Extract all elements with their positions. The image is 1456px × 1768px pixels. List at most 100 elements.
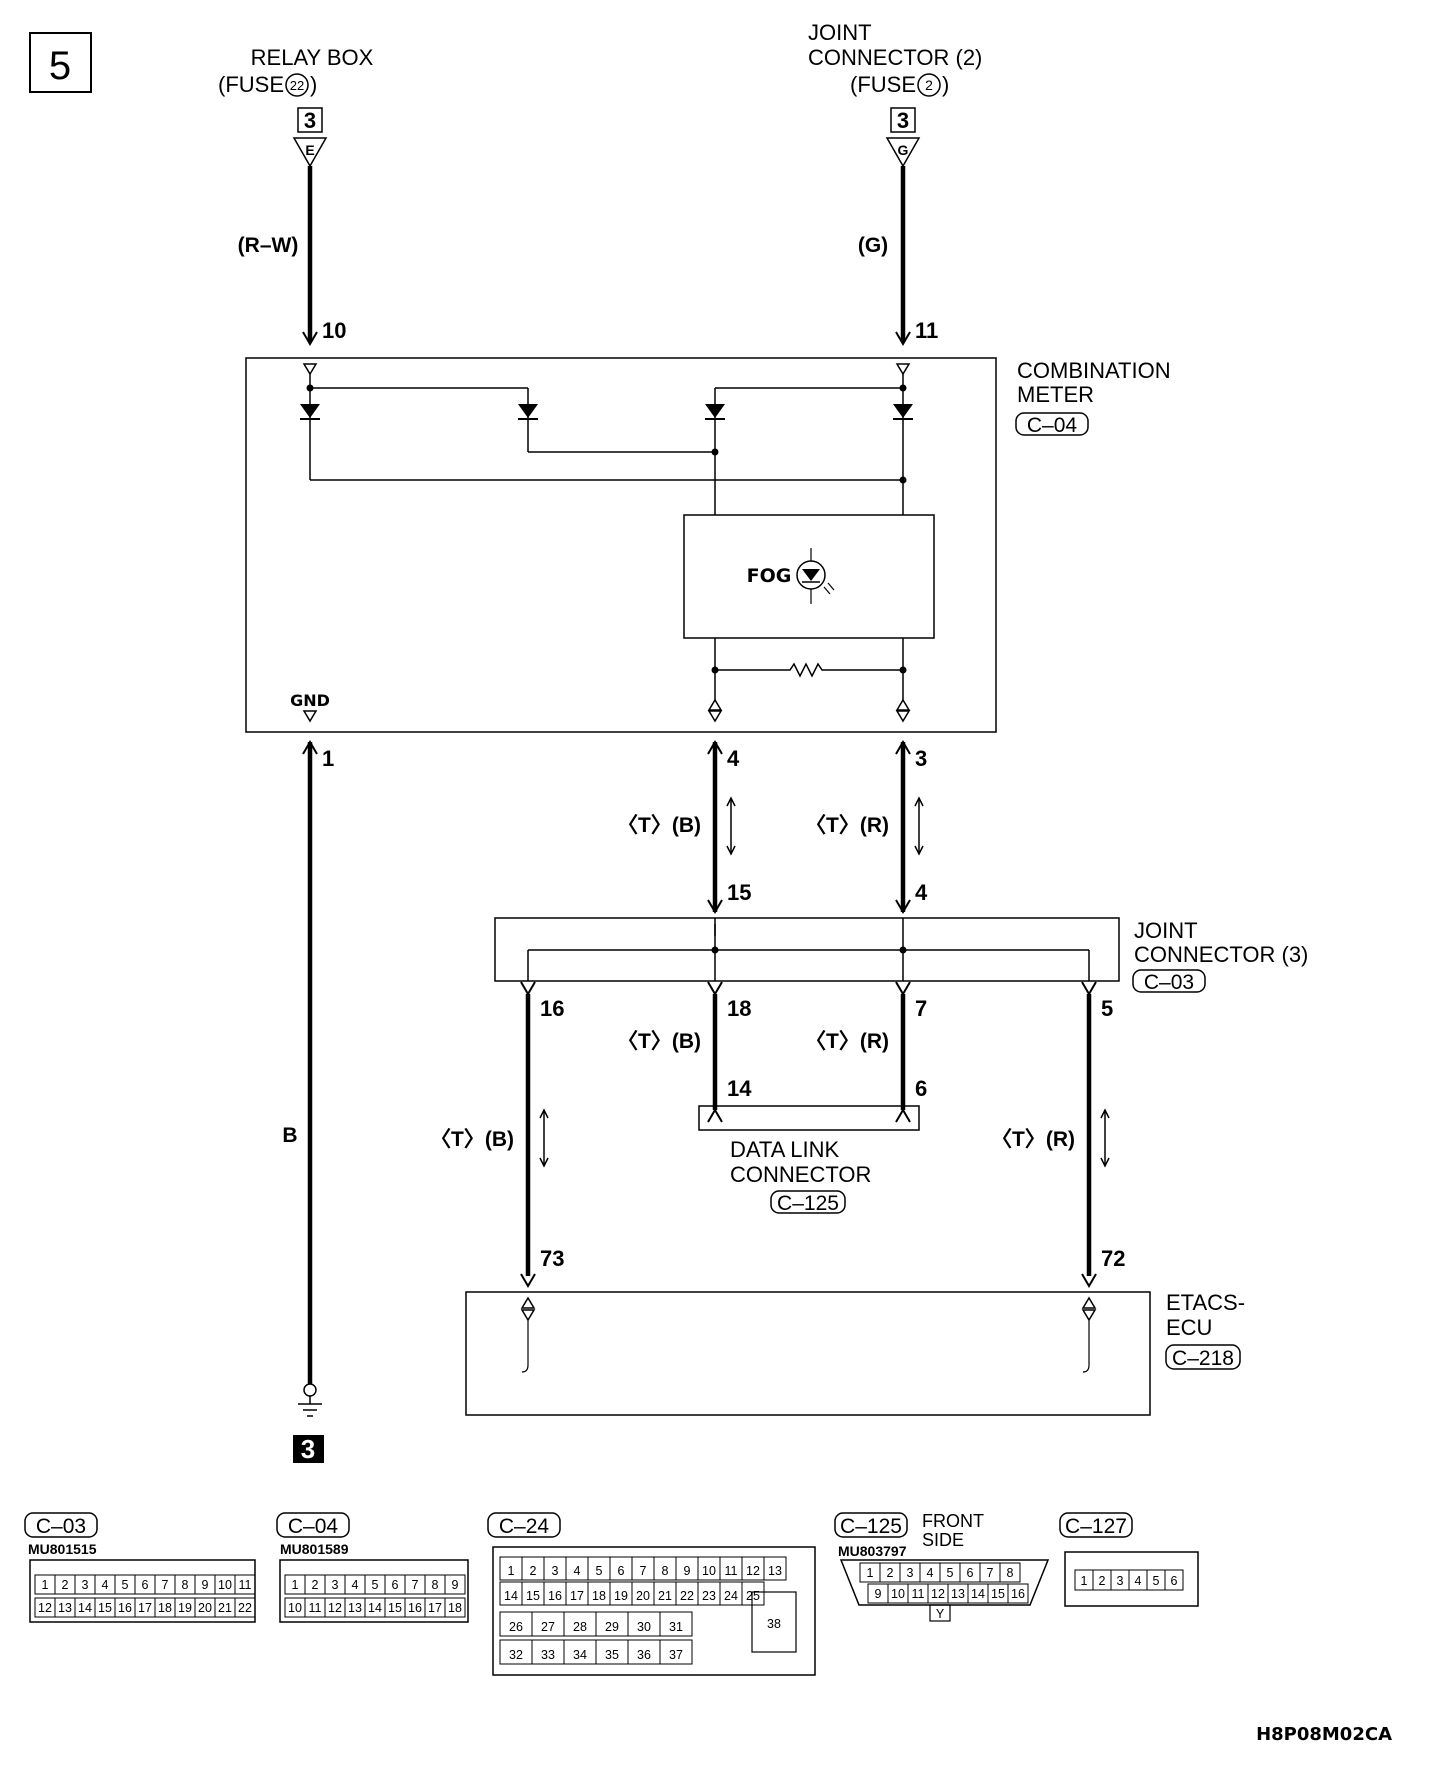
c04-pin-number: 15	[388, 1601, 402, 1615]
c04-pin-number: 7	[412, 1578, 419, 1592]
wire-color-b: B	[282, 1124, 297, 1147]
c24-pin-number: 18	[592, 1589, 606, 1603]
ground-ref-badge	[293, 1435, 324, 1463]
c03-pin-number: 13	[58, 1601, 72, 1615]
c127-pin-number: 5	[1153, 1574, 1160, 1588]
c24-pin-number: 20	[636, 1589, 650, 1603]
c24-pin-number: 11	[725, 1564, 738, 1578]
relay-box-label: RELAY BOX	[251, 45, 374, 70]
c03-pin-number: 18	[158, 1601, 172, 1615]
c127-pin-number: 1	[1081, 1574, 1088, 1588]
c03-pin-number: 16	[118, 1601, 132, 1615]
c125-pin-number: 5	[947, 1566, 954, 1580]
c04-pin-number: 17	[428, 1601, 442, 1615]
c127-pin-number: 3	[1117, 1574, 1124, 1588]
c125-pin-number: 6	[967, 1566, 974, 1580]
c125-pin-number: 8	[1007, 1566, 1014, 1580]
c24-cell	[741, 1581, 765, 1606]
c24-pin-number: 12	[746, 1564, 760, 1578]
meter-pin-1: 1	[322, 746, 334, 771]
ground-symbol-icon	[298, 1383, 322, 1417]
c04-pin-number: 3	[332, 1578, 339, 1592]
etacs-connector: C–218	[1172, 1347, 1234, 1370]
wire-tb-1: 〈T〉(B)	[617, 813, 701, 837]
c04-part: MU801589	[280, 1541, 349, 1557]
page-number-box: 5	[29, 32, 92, 93]
c24-pin-number: 28	[573, 1620, 587, 1634]
c24-pin-number: 37	[669, 1648, 683, 1662]
meter-pin-10: 10	[322, 318, 346, 343]
c24-pin-number: 16	[548, 1589, 562, 1603]
c04-pin-number: 4	[352, 1578, 359, 1592]
relay-box-fuse-number: 22	[290, 78, 304, 93]
c24-pin-number: 3	[552, 1564, 559, 1578]
c24-pin-number: 5	[596, 1564, 603, 1578]
jc3-pin-16: 16	[540, 996, 564, 1021]
wire-tb-2: 〈T〉(B)	[617, 1029, 701, 1053]
c125-pin-number: 3	[907, 1566, 914, 1580]
jc3-pin-7: 7	[915, 996, 927, 1021]
wire-color-g: (G)	[858, 234, 888, 257]
c125-pin-number: 13	[951, 1587, 965, 1601]
c125-pin-number: 15	[991, 1587, 1005, 1601]
c03-pin-number: 22	[238, 1601, 252, 1615]
c04-cell	[444, 1597, 466, 1618]
relay-box-fuse-prefix: (FUSE	[218, 72, 284, 97]
c24-pin-number: 2	[530, 1564, 537, 1578]
c24-large-cell	[751, 1591, 797, 1653]
etacs-pin-73: 73	[540, 1246, 564, 1271]
jc3-title-1: JOINT	[1134, 918, 1198, 943]
jc3-connector: C–03	[1144, 971, 1194, 994]
c24-pin-number: 35	[605, 1648, 619, 1662]
jc2-fuse-number: 2	[925, 77, 933, 93]
combination-meter-connector: C–04	[1027, 414, 1078, 437]
c03-pin-number: 9	[202, 1578, 209, 1592]
c04-pin-number: 14	[368, 1601, 382, 1615]
c24-cell	[659, 1639, 693, 1665]
c125-part: MU803797	[838, 1543, 907, 1559]
c24-pin-number: 36	[637, 1648, 651, 1662]
c24-cell	[659, 1611, 693, 1637]
c04-label: C–04	[288, 1515, 339, 1538]
c03-pin-number: 8	[182, 1578, 189, 1592]
c125-cell	[1007, 1583, 1029, 1604]
joint-connector-3-box	[494, 917, 1120, 982]
page-number: 5	[49, 44, 71, 88]
c24-pin-number: 10	[702, 1564, 716, 1578]
c24-cell	[763, 1556, 787, 1581]
c127-label: C–127	[1065, 1515, 1127, 1538]
c24-pin-number: 30	[637, 1620, 651, 1634]
wire-tr-1: 〈T〉(R)	[805, 813, 889, 837]
jc3-pin-15: 15	[727, 880, 751, 905]
c03-pin-number: 3	[82, 1578, 89, 1592]
c127-pin-number: 6	[1171, 1574, 1178, 1588]
c24-pin-number: 25	[746, 1589, 760, 1603]
combination-meter-title-2: METER	[1017, 382, 1094, 407]
c125-pin-number: 2	[887, 1566, 894, 1580]
c125-pin-number: 12	[931, 1587, 945, 1601]
c24-pin-number: 6	[618, 1564, 625, 1578]
meter-pin-11: 11	[915, 318, 938, 343]
dlc-connector: C–125	[777, 1192, 839, 1215]
c03-pin-number: 7	[162, 1578, 169, 1592]
joint-connector-2-source: JOINT CONNECTOR (2) (FUSE 2 ) 3 G	[808, 20, 982, 168]
c125-key: Y	[936, 1607, 945, 1621]
c24-pin-number: 15	[526, 1589, 540, 1603]
c03-pin-number: 10	[218, 1578, 232, 1592]
fog-label: FOG	[747, 565, 792, 587]
c125-cell	[999, 1562, 1021, 1583]
c24-pin-number: 14	[504, 1589, 518, 1603]
c127-pin-number: 4	[1135, 1574, 1142, 1588]
c04-pin-number: 1	[292, 1578, 299, 1592]
c03-pin-number: 20	[198, 1601, 212, 1615]
jc3-pin-4: 4	[915, 880, 928, 905]
relay-box-source: RELAY BOX (FUSE 22 ) 3 E	[218, 45, 374, 168]
etacs-pin-72: 72	[1101, 1246, 1125, 1271]
jc2-fuse-prefix: (FUSE	[850, 72, 916, 97]
jc2-label-line2: CONNECTOR (2)	[808, 45, 982, 70]
c04-pin-number: 18	[448, 1601, 462, 1615]
c24-pin-number: 31	[669, 1620, 683, 1634]
c24-pin-number: 24	[724, 1589, 738, 1603]
